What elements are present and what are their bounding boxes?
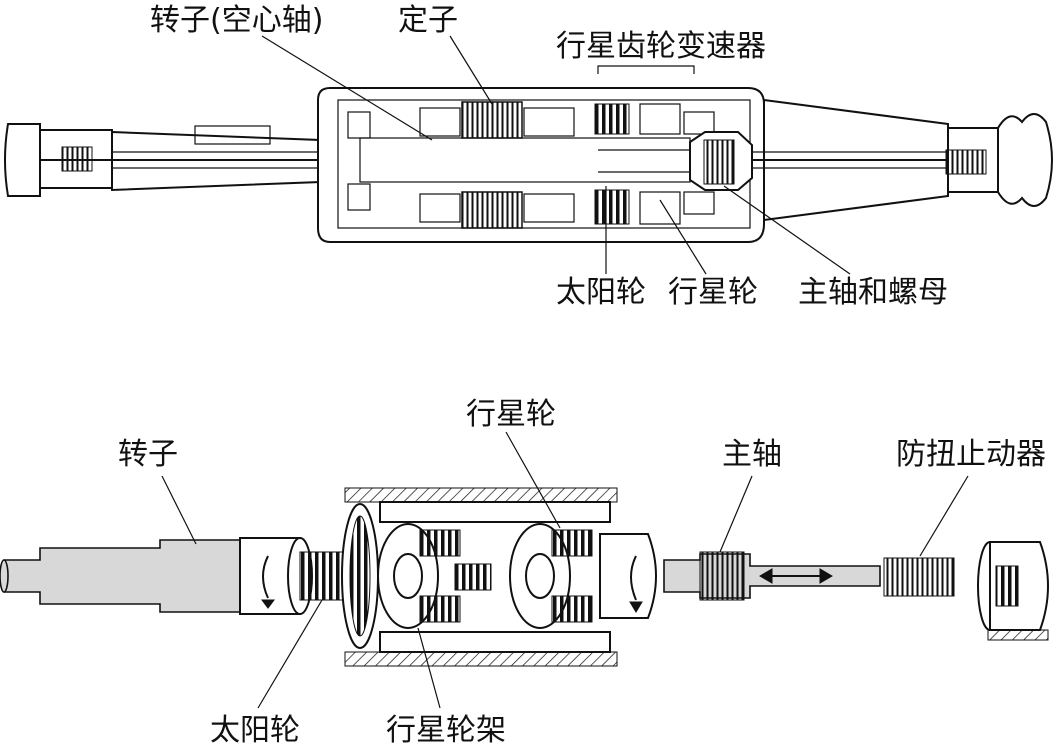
planet-gear-d bbox=[551, 529, 593, 557]
label-sun-gear-top: 太阳轮 bbox=[556, 275, 646, 310]
rotor-shaft-left bbox=[3, 539, 241, 613]
right-boot bbox=[997, 113, 1053, 207]
left-tube-end bbox=[4, 123, 41, 197]
label-anti-rotation-device: 防扭止动器 bbox=[896, 437, 1046, 472]
label-planet-carrier: 行星轮架 bbox=[386, 713, 506, 748]
shaft-splined-end bbox=[883, 557, 955, 597]
label-main-shaft-and-nut: 主轴和螺母 bbox=[798, 275, 948, 310]
planet-gear-b bbox=[419, 595, 461, 623]
planet-gear-c bbox=[454, 563, 492, 591]
leader-anti-rotation bbox=[919, 475, 969, 557]
rotor-rotation-arrow bbox=[262, 555, 269, 599]
motor-housing bbox=[317, 87, 765, 243]
carrier-rotation-arrow bbox=[630, 555, 637, 601]
planet-gear-lower bbox=[594, 189, 630, 225]
leader-rotor bbox=[261, 35, 433, 141]
label-rotor-hollow-shaft: 转子(空心轴) bbox=[150, 3, 323, 38]
leader-main-shaft-nut bbox=[723, 185, 851, 275]
stopper-ground bbox=[987, 629, 1049, 641]
nut-thread bbox=[703, 139, 735, 185]
planet-gear-a bbox=[419, 529, 461, 557]
left-bracket bbox=[194, 125, 271, 145]
carrier-output-drum bbox=[599, 533, 657, 619]
leader-rotor-bottom bbox=[161, 475, 197, 545]
main-shaft-thread bbox=[699, 551, 745, 601]
leader-sun-gear-bottom bbox=[257, 599, 323, 709]
label-main-shaft: 主轴 bbox=[722, 437, 782, 472]
leader-planet-gear-top bbox=[659, 199, 707, 275]
ring-gear-bottom bbox=[344, 651, 618, 667]
label-rotor: 转子 bbox=[118, 437, 178, 472]
label-planet-gear-top: 行星轮 bbox=[668, 275, 758, 310]
cross-section-diagram: 转子(空心轴) 定子 行星齿轮变速器 太阳轮 行星轮 主轴和螺母 bbox=[4, 3, 1053, 310]
sun-gear bbox=[299, 551, 345, 601]
leader-main-shaft bbox=[719, 475, 753, 553]
ring-gear-top bbox=[344, 487, 618, 503]
label-stator: 定子 bbox=[398, 3, 458, 38]
planet-gear-e bbox=[551, 595, 593, 623]
label-sun-gear-bottom: 太阳轮 bbox=[210, 713, 300, 748]
exploded-view-diagram: 转子 行星轮 主轴 防扭止动器 太阳轮 行星轮架 bbox=[0, 397, 1049, 748]
leader-planet-carrier bbox=[417, 627, 441, 709]
leader-stator bbox=[449, 35, 493, 105]
label-planet-gear-bottom: 行星轮 bbox=[466, 397, 556, 432]
reducer-brace bbox=[597, 65, 695, 74]
label-planetary-gear-reducer: 行星齿轮变速器 bbox=[556, 29, 766, 64]
leader-planet-gear-bottom bbox=[505, 431, 561, 529]
stator-coil-upper bbox=[461, 101, 523, 139]
stator-coil-lower bbox=[461, 191, 523, 229]
planet-gear-upper bbox=[594, 103, 630, 135]
